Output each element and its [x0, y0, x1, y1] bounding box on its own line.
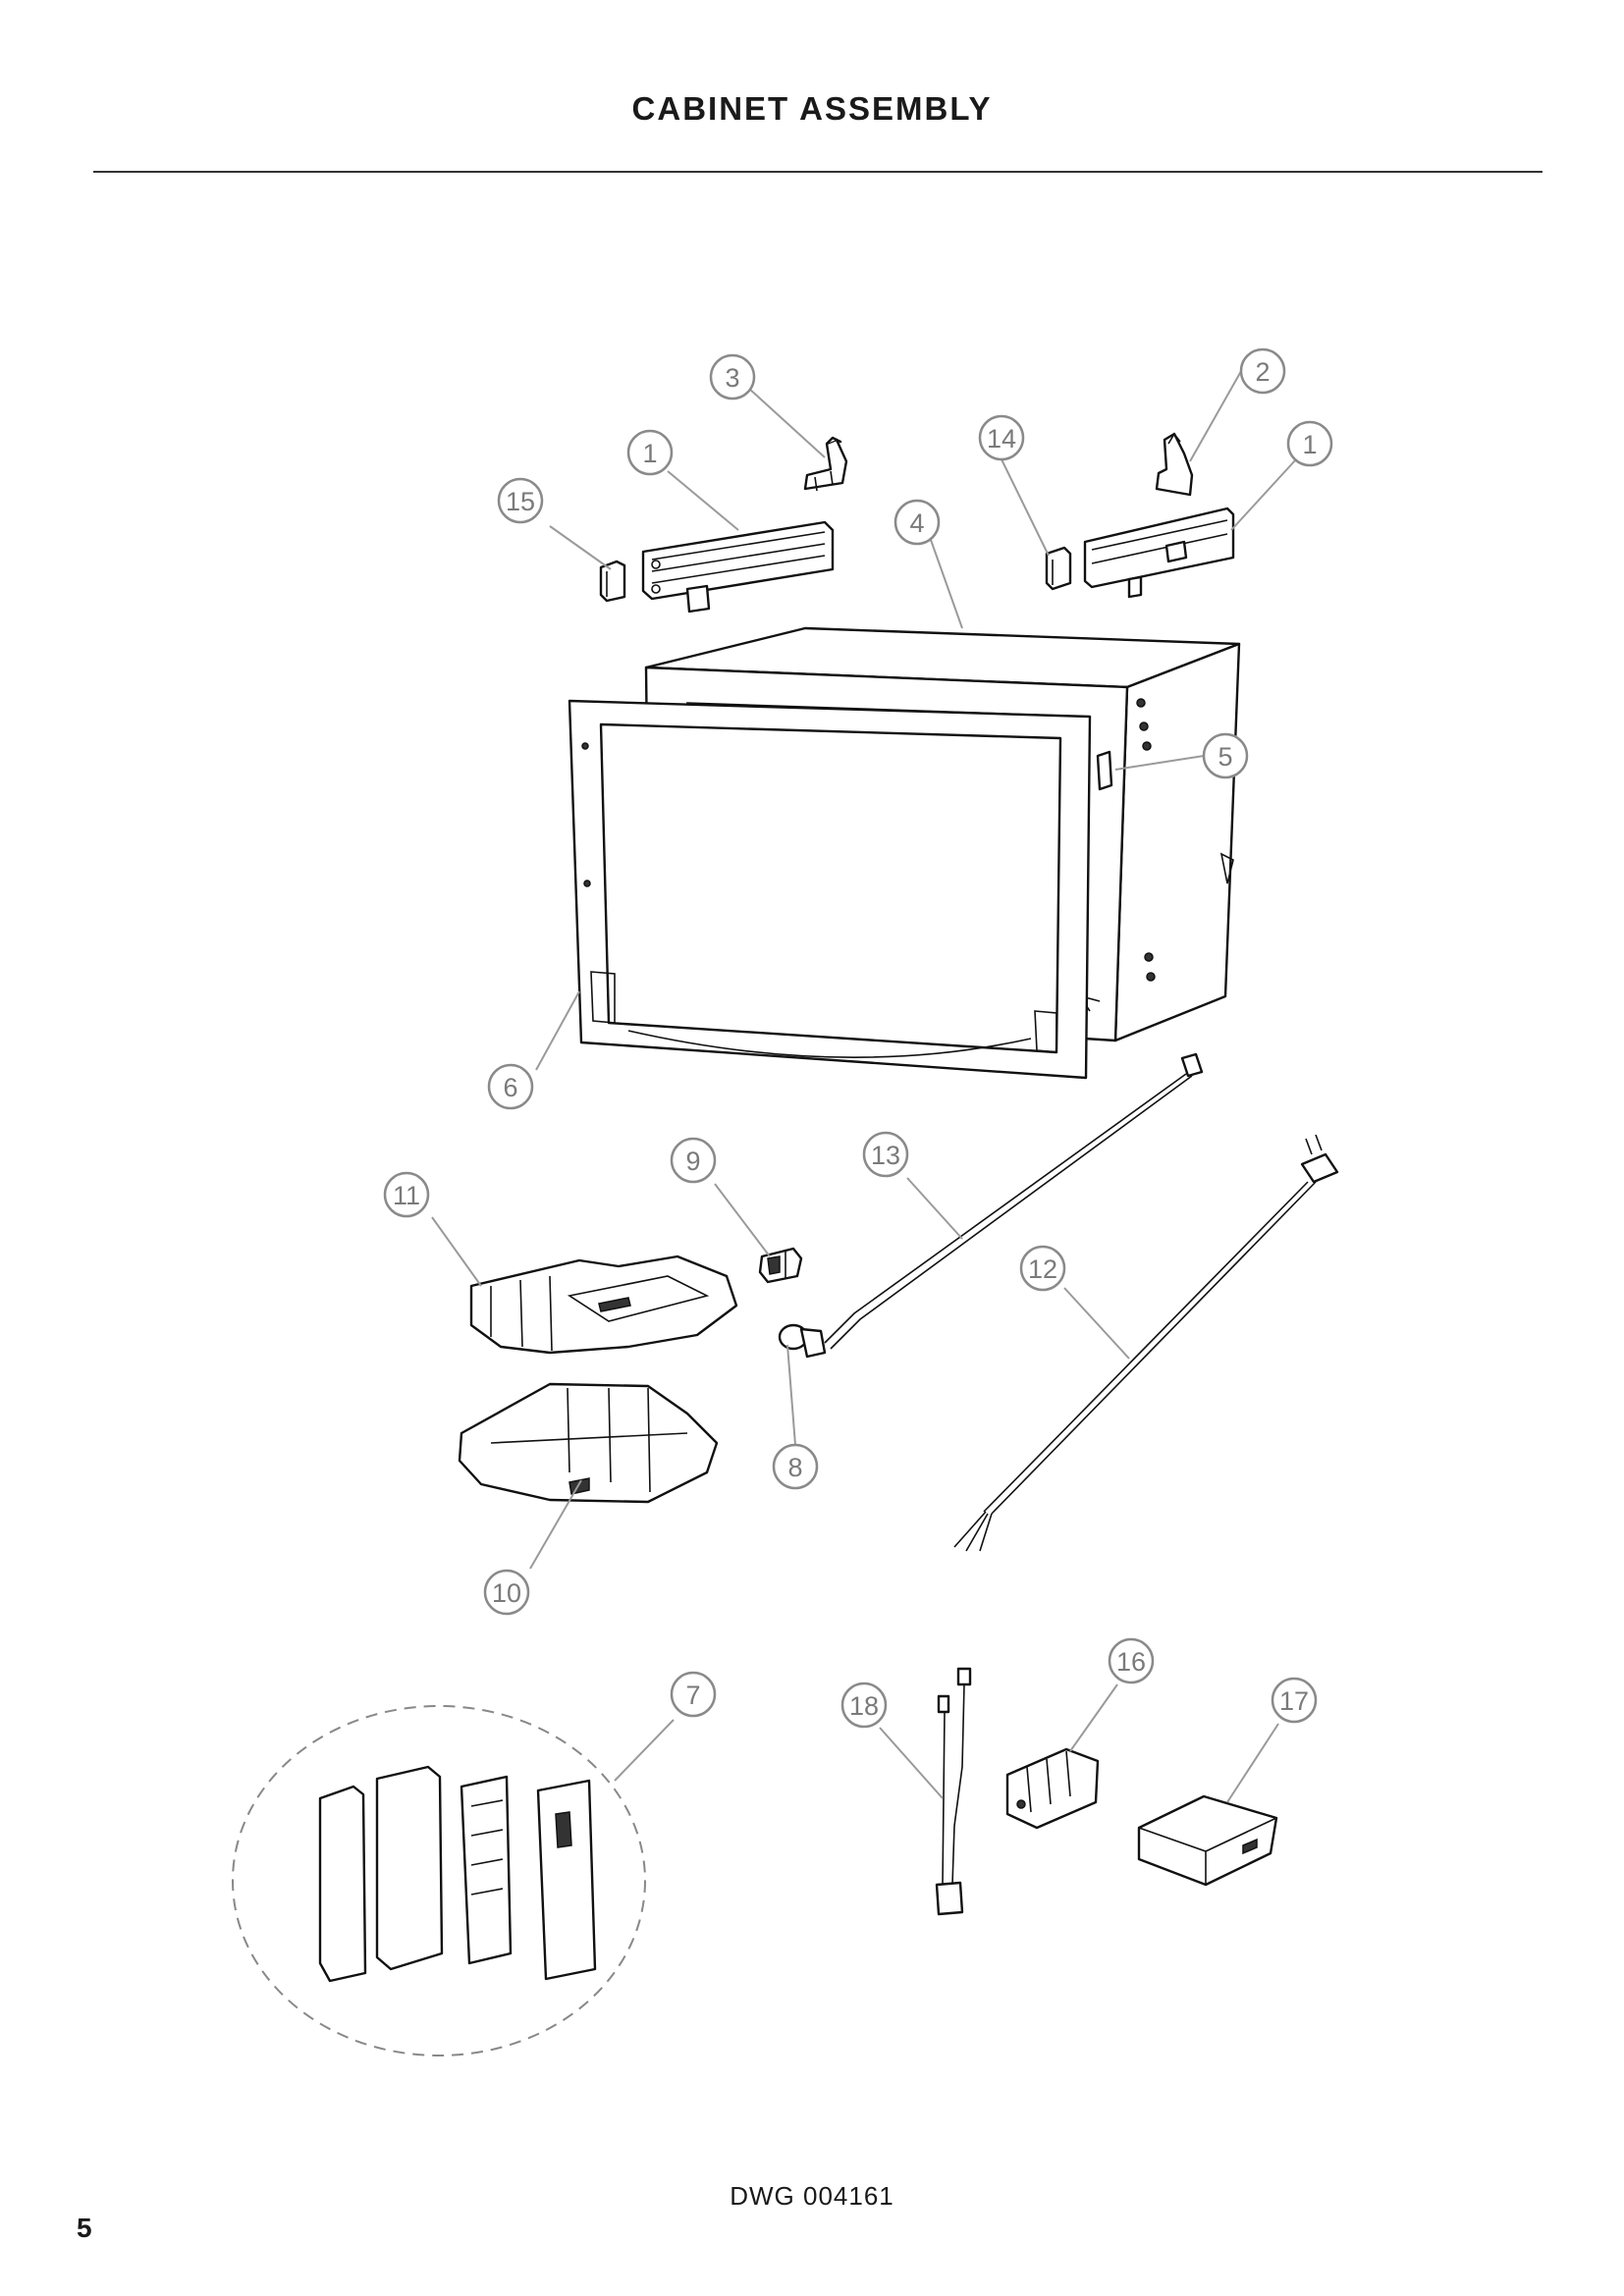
- hose-part: [824, 1052, 1204, 1350]
- hose-connector-part: [778, 1323, 827, 1359]
- cover-box-part: [1137, 1794, 1278, 1887]
- title-divider: [93, 171, 1543, 173]
- control-board-assembly-part: [232, 1705, 646, 2056]
- callout-label: 12: [1028, 1255, 1057, 1284]
- callout-14: 14: [978, 414, 1025, 461]
- callout-label: 11: [393, 1181, 420, 1210]
- callout-label: 6: [503, 1073, 517, 1102]
- callout-label: 14: [987, 424, 1016, 454]
- callout-label: 8: [787, 1453, 802, 1482]
- page-number: 5: [77, 2213, 92, 2243]
- callout-label: 15: [506, 487, 535, 516]
- callout-3: 3: [709, 353, 756, 400]
- callout-5: 5: [1202, 732, 1249, 779]
- page-title: CABINET ASSEMBLY: [631, 90, 993, 127]
- front-frame-part: [568, 699, 1092, 1080]
- callout-13: 13: [862, 1131, 909, 1178]
- hinge-bracket-right-part: [1155, 432, 1194, 497]
- callout-label: 5: [1218, 742, 1232, 772]
- callout-16: 16: [1108, 1637, 1155, 1684]
- callout-label: 4: [909, 508, 924, 538]
- callout-label: 3: [725, 363, 739, 393]
- callout-label: 9: [685, 1147, 700, 1176]
- leader-lines: [431, 356, 1297, 1803]
- callout-9: 9: [670, 1137, 717, 1184]
- callout-label: 2: [1255, 357, 1270, 387]
- power-cord-part: [953, 1134, 1339, 1552]
- callout-8: 8: [772, 1443, 819, 1490]
- callout-label: 1: [642, 439, 657, 468]
- callout-1-left: 1: [626, 429, 674, 476]
- callout-label: 13: [871, 1141, 900, 1170]
- end-cap-right-part: [1045, 546, 1072, 591]
- callout-label: 7: [685, 1681, 700, 1710]
- hinge-bracket-left-part: [803, 436, 848, 492]
- callout-12: 12: [1019, 1245, 1066, 1292]
- callout-7: 7: [670, 1671, 717, 1718]
- terminal-block-part: [1005, 1747, 1100, 1830]
- callout-4: 4: [893, 499, 941, 546]
- callout-label: 18: [849, 1691, 879, 1721]
- wire-harness-part: [935, 1667, 972, 1916]
- callout-11: 11: [383, 1171, 430, 1218]
- sensor-part: [758, 1247, 803, 1284]
- end-cap-left-part: [599, 560, 626, 603]
- callout-2: 2: [1239, 347, 1286, 395]
- slide-rail-left-part: [641, 520, 835, 614]
- callout-10: 10: [483, 1569, 530, 1616]
- callout-17: 17: [1271, 1677, 1318, 1724]
- callout-1-right: 1: [1286, 420, 1333, 467]
- callout-18: 18: [840, 1682, 888, 1729]
- slide-rail-right-part: [1083, 507, 1235, 599]
- callout-label: 17: [1279, 1686, 1309, 1716]
- callout-15: 15: [497, 477, 544, 524]
- callout-label: 10: [492, 1578, 521, 1608]
- upper-housing-part: [469, 1255, 738, 1355]
- callout-label: 1: [1302, 430, 1317, 459]
- lower-housing-part: [458, 1382, 719, 1504]
- drawing-number: DWG 004161: [730, 2181, 894, 2211]
- callout-6: 6: [487, 1063, 534, 1110]
- callout-label: 16: [1116, 1647, 1146, 1677]
